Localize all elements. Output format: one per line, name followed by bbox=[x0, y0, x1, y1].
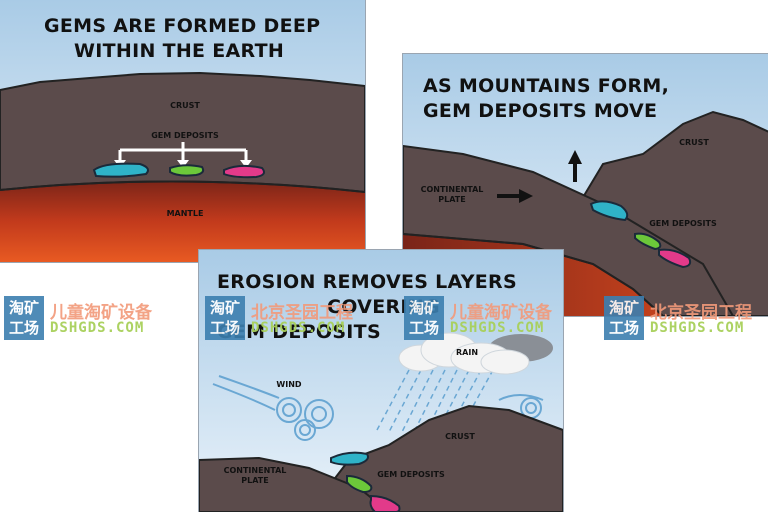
watermark-logo: 淘矿 工场 bbox=[604, 296, 644, 340]
title-line-2: GEM DEPOSITS MOVE bbox=[423, 100, 658, 122]
title-line-2: WITHIN THE EARTH bbox=[74, 40, 285, 62]
wind-swirls bbox=[212, 375, 544, 441]
panel-erosion-illustration bbox=[199, 250, 563, 512]
title-line-1: GEMS ARE FORMED DEEP bbox=[44, 15, 321, 37]
label-continental-plate: CONTINENTAL PLATE bbox=[223, 466, 287, 485]
watermark-url: DSHGDS.COM bbox=[650, 320, 745, 336]
gem-pink bbox=[658, 248, 692, 269]
watermark-text: 儿童淘矿设备 bbox=[450, 303, 552, 323]
watermark-logo: 淘矿 工场 bbox=[4, 296, 44, 340]
gem-pink bbox=[223, 164, 265, 179]
label-gem-deposits: GEM DEPOSITS bbox=[377, 470, 445, 479]
panel-erosion: EROSION REMOVES LAYERS COVERING GEM DEPO… bbox=[198, 249, 564, 512]
panel-mountains-form: AS MOUNTAINS FORM, GEM DEPOSITS MOVE CRU… bbox=[402, 53, 768, 317]
label-mantle: MANTLE bbox=[166, 209, 204, 218]
panel-title: GEMS ARE FORMED DEEP WITHIN THE EARTH bbox=[44, 14, 320, 64]
panel-title: AS MOUNTAINS FORM, GEM DEPOSITS MOVE bbox=[423, 74, 669, 124]
watermark: 淘矿 工场 儿童淘矿设备 DSHGDS.COM bbox=[4, 296, 194, 340]
title-line-1: EROSION REMOVES LAYERS bbox=[217, 271, 517, 293]
watermark: 淘矿 工场 儿童淘矿设备 DSHGDS.COM bbox=[404, 296, 594, 340]
title-line-3: GEM DEPOSITS bbox=[217, 321, 381, 343]
watermark-logo: 淘矿 工场 bbox=[404, 296, 444, 340]
watermark-text: 儿童淘矿设备 bbox=[50, 303, 152, 323]
gem-green bbox=[169, 164, 205, 177]
label-crust: CRUST bbox=[679, 138, 709, 147]
watermark-url: DSHGDS.COM bbox=[50, 320, 145, 336]
watermark-text: 北京圣园工程 bbox=[650, 303, 752, 323]
watermark: 淘矿 工场 北京圣园工程 DSHGDS.COM bbox=[205, 296, 395, 340]
watermark-url: DSHGDS.COM bbox=[450, 320, 545, 336]
label-crust: CRUST bbox=[170, 101, 200, 110]
watermark: 淘矿 工场 北京圣园工程 DSHGDS.COM bbox=[604, 296, 768, 340]
gem-blue bbox=[589, 200, 629, 222]
watermark-url: DSHGDS.COM bbox=[251, 320, 346, 336]
gem-blue bbox=[92, 162, 149, 178]
gem-green bbox=[346, 474, 373, 494]
label-continental-plate: CONTINENTAL PLATE bbox=[420, 185, 484, 204]
title-line-1: AS MOUNTAINS FORM, bbox=[423, 75, 670, 97]
gem-pink bbox=[369, 494, 401, 512]
rain-clouds bbox=[398, 332, 553, 375]
mantle-layer bbox=[0, 180, 365, 262]
gem-blue bbox=[330, 451, 369, 466]
panel-gems-formed: GEMS ARE FORMED DEEP WITHIN THE EARTH CR… bbox=[0, 0, 366, 263]
mountain-crust bbox=[571, 110, 768, 316]
label-gem-deposits: GEM DEPOSITS bbox=[649, 219, 717, 228]
watermark-text: 北京圣园工程 bbox=[251, 303, 353, 323]
panel-title: EROSION REMOVES LAYERS COVERING GEM DEPO… bbox=[217, 270, 517, 345]
label-crust: CRUST bbox=[445, 432, 475, 441]
panel-gems-formed-illustration bbox=[0, 0, 365, 262]
gem-green bbox=[634, 232, 662, 251]
label-gem-deposits: GEM DEPOSITS bbox=[151, 131, 219, 140]
label-wind: WIND bbox=[276, 380, 302, 389]
label-rain: RAIN bbox=[455, 348, 479, 357]
watermark-logo: 淘矿 工场 bbox=[205, 296, 245, 340]
